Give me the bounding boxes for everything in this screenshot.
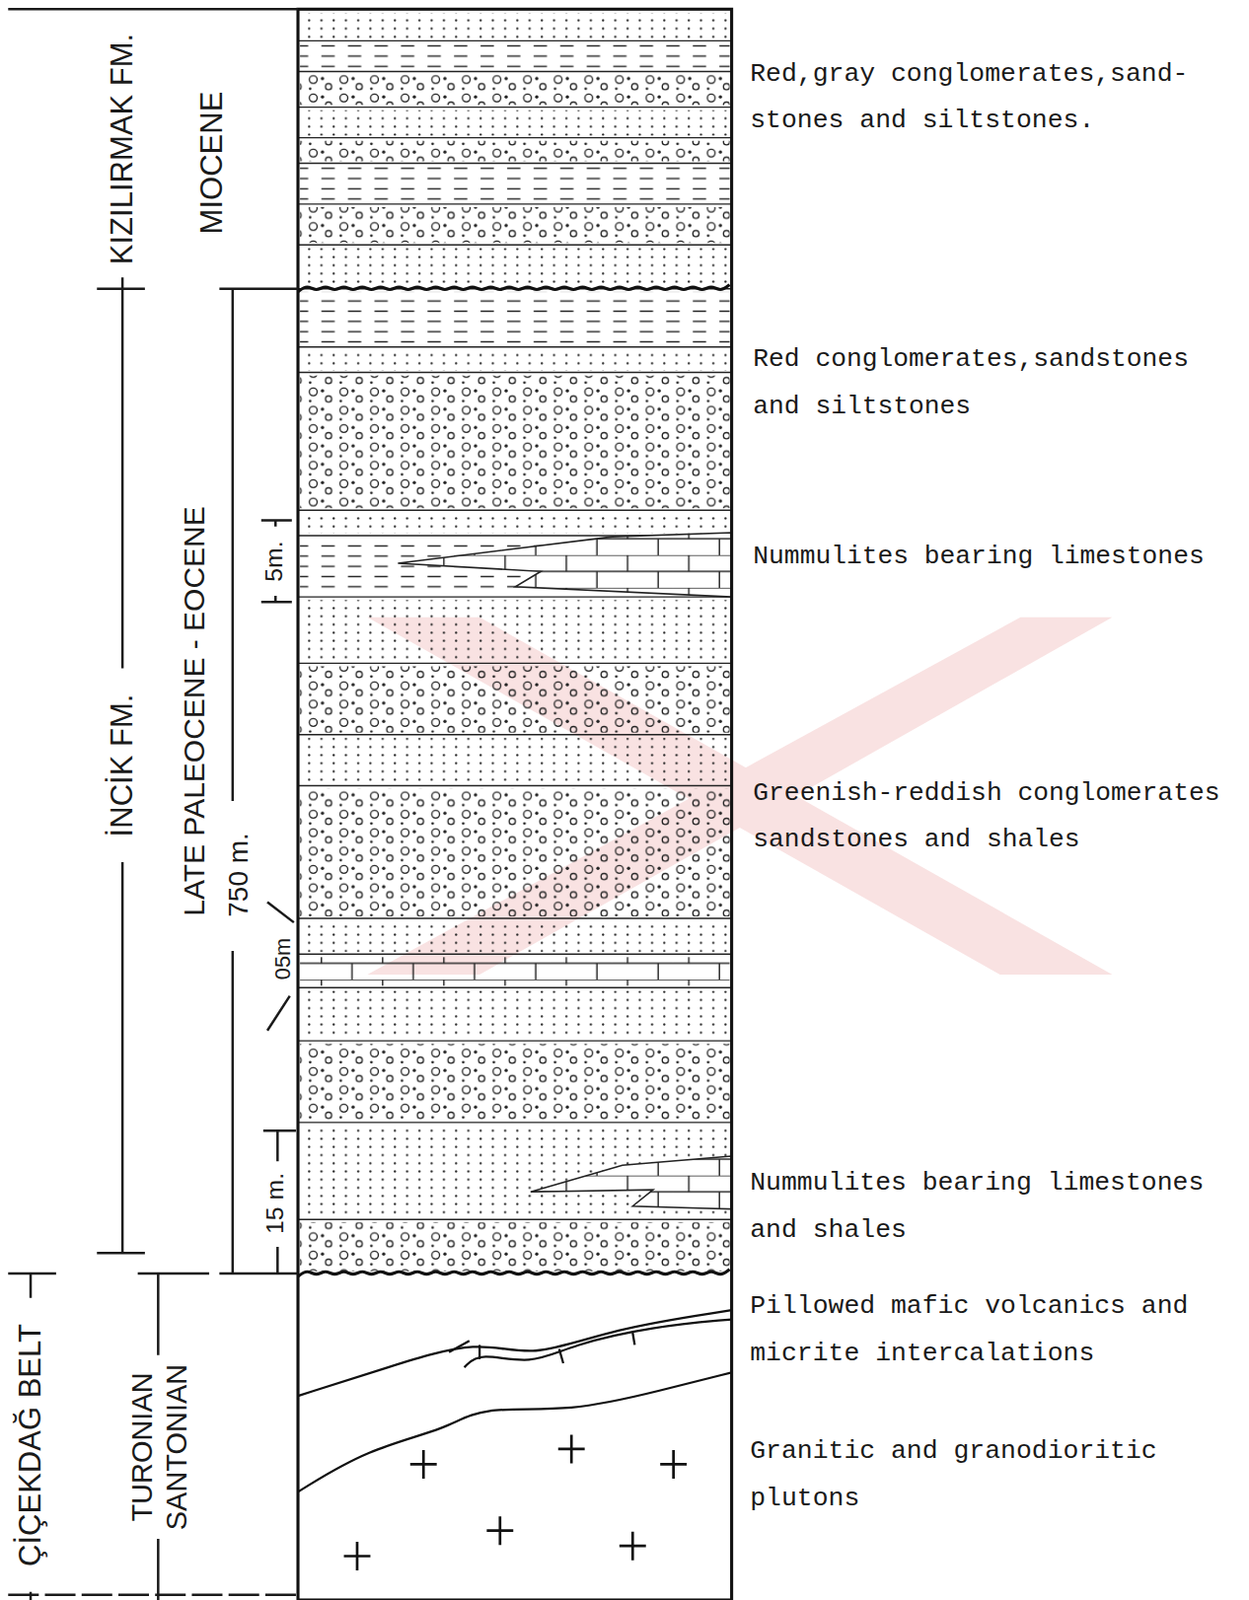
- bedding-line: [297, 662, 733, 664]
- granite-symbol: [410, 1450, 438, 1479]
- bedding-line: [297, 371, 733, 373]
- limestone-tongue: [397, 532, 732, 597]
- thickness-bracket: [219, 289, 298, 1274]
- rock-layer: [299, 921, 730, 953]
- limestone-tongue: [397, 532, 732, 597]
- formation-name: İNCİK FM.: [106, 690, 140, 840]
- volcanic-contact: [559, 1349, 564, 1364]
- limestone-tongue: [530, 1156, 733, 1210]
- bedding-line: [297, 987, 733, 989]
- bracket-lines: [7, 8, 298, 1600]
- limestone-tongue: [530, 1156, 733, 1210]
- rock-layer: [299, 350, 730, 371]
- unconformity: [297, 1269, 731, 1277]
- lithology-note: Greenish-reddish conglomerates sandstone…: [752, 770, 1244, 865]
- bedding-line: [297, 106, 733, 108]
- rock-layer: [299, 166, 730, 203]
- rock-layer: [299, 43, 730, 70]
- bedding-line: [297, 71, 733, 73]
- thickness-label: 750 m.: [223, 830, 253, 921]
- stage-name: SANTONIAN: [161, 1360, 192, 1533]
- granite-symbol: [558, 1434, 586, 1464]
- formation-bracket: [96, 277, 146, 1253]
- lithology-column: [297, 8, 733, 1600]
- top-line: [7, 7, 298, 10]
- rock-layer: [299, 247, 730, 287]
- rock-layer: [299, 110, 730, 137]
- rock-layer: [299, 990, 730, 1039]
- lithology-note: Granitic and granodioritic plutons: [749, 1428, 1244, 1523]
- thickness-label: 15 m.: [262, 1170, 289, 1238]
- epoch-name: LATE PALEOCENE - EOCENE: [178, 503, 211, 919]
- lithology-note: Pillowed mafic volcanics and micrite int…: [749, 1283, 1244, 1378]
- bedding-line: [297, 734, 733, 735]
- bedding-line: [297, 953, 733, 955]
- bedding-line: [297, 346, 733, 348]
- unconformity: [297, 285, 731, 293]
- lithology-note: Nummulites bearing limestones: [752, 533, 1244, 581]
- granite-symbol: [344, 1542, 371, 1571]
- granite-symbol: [619, 1532, 647, 1561]
- bedding-line: [297, 203, 733, 205]
- granite-symbol: [486, 1516, 514, 1545]
- rock-layer: [299, 599, 730, 662]
- rock-layer: [299, 1222, 730, 1272]
- bedding-line: [297, 1121, 733, 1123]
- bedding-line: [297, 162, 733, 164]
- rock-layer: [299, 665, 730, 733]
- bottom-line: [7, 1594, 296, 1597]
- bedding-line: [297, 785, 733, 787]
- volcanic-contact: [478, 1344, 481, 1359]
- rock-layer: [299, 513, 730, 534]
- rock-layer: [299, 207, 730, 243]
- lithology-note: Nummulites bearing limestones and shales: [749, 1160, 1244, 1254]
- boundary-ticks: [7, 1272, 298, 1275]
- rock-layer: [299, 292, 730, 346]
- rock-layer: [299, 789, 730, 917]
- lithology-note: Red conglomerates,sandstones and siltsto…: [752, 336, 1244, 431]
- epoch-name: MIOCENE: [196, 88, 229, 238]
- rock-layer: [299, 12, 730, 39]
- thickness-tick: [263, 1130, 296, 1274]
- bedding-line: [297, 917, 733, 919]
- volcanic-contact: [464, 1320, 733, 1369]
- thickness-tick: [261, 520, 293, 603]
- bedding-line: [297, 1039, 733, 1041]
- thickness-label: 05m: [271, 935, 294, 983]
- rock-layer: [299, 375, 730, 509]
- bedding-line: [297, 595, 733, 597]
- granite-symbol: [660, 1450, 687, 1479]
- volcanic-contact: [297, 1310, 733, 1396]
- volcanic-contact: [632, 1332, 635, 1345]
- rock-layer: [299, 1043, 730, 1121]
- bedding-line: [297, 137, 733, 139]
- rock-layer: [299, 737, 730, 785]
- belt-name: ÇİÇEKDAĞ BELT: [14, 1321, 48, 1570]
- rock-layer: [299, 74, 730, 106]
- volcanic-contact: [297, 1372, 733, 1492]
- age-bracket: [156, 1273, 159, 1600]
- thickness-label: 5m.: [261, 537, 288, 585]
- rock-layer: [299, 956, 730, 986]
- stage-name: TURONIAN: [127, 1369, 157, 1525]
- bedding-line: [297, 509, 733, 511]
- bedding-line: [297, 40, 733, 42]
- bedding-line: [297, 1218, 733, 1220]
- formation-name: KIZILIRMAK FM.: [106, 30, 140, 268]
- volcanic-contact: [448, 1340, 470, 1352]
- bedding-line: [297, 244, 733, 246]
- lithology-note: Red,gray conglomerates,sand-stones and s…: [749, 51, 1244, 146]
- column-frame: [297, 8, 733, 1600]
- thickness-tick: [267, 901, 294, 1030]
- rock-layer: [299, 141, 730, 162]
